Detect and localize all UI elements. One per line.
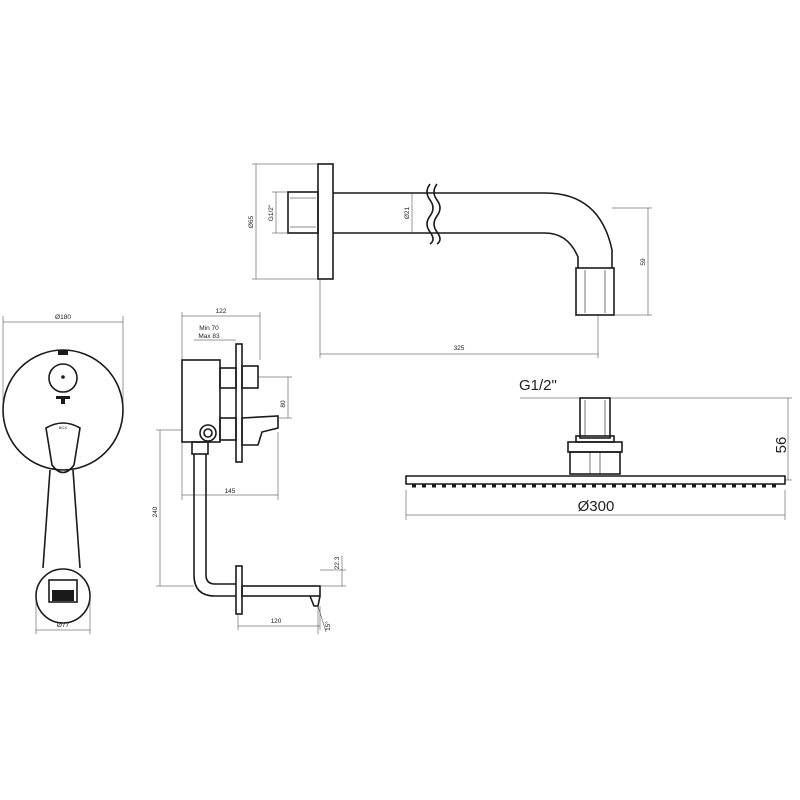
mixer-side-view: 122 Min 70 Max 83 80 145 240 22.3 120 15… bbox=[152, 308, 346, 634]
arm-tube-diameter-label: Ø21 bbox=[404, 206, 411, 219]
riser-length-label: 240 bbox=[152, 506, 159, 517]
depth-max-label: Max 83 bbox=[198, 333, 220, 340]
diverter-indicator-icon bbox=[58, 350, 68, 355]
spout-angle-label: 15° bbox=[324, 621, 332, 631]
handle-height-label: 80 bbox=[280, 400, 287, 408]
spout-outlet bbox=[48, 579, 78, 603]
diverter-knob bbox=[48, 363, 78, 393]
head-body bbox=[405, 475, 786, 485]
head-swivel-nut bbox=[569, 451, 621, 475]
mixer-plate bbox=[2, 349, 124, 471]
spout-side bbox=[241, 585, 321, 597]
arm-wall-flange bbox=[317, 163, 334, 280]
arm-drop-label: 59 bbox=[640, 258, 647, 266]
depth-min-label: Min 70 bbox=[199, 325, 219, 332]
mixer-front-view: BCX Ø180 Ø77 bbox=[2, 314, 124, 634]
spout-length-label: 120 bbox=[271, 618, 282, 625]
arm-threaded-connector bbox=[287, 191, 319, 234]
mixer-lever-handle bbox=[45, 422, 81, 474]
head-thread-label: G1/2" bbox=[519, 377, 557, 394]
arm-flange-diameter-label: Ø65 bbox=[248, 215, 255, 228]
shower-arm-view: Ø65 G1/2" Ø21 59 325 bbox=[248, 163, 652, 358]
spout-plate-gap-label: 22.3 bbox=[334, 556, 341, 569]
wall-plate-edge bbox=[235, 343, 243, 463]
arm-break-mark bbox=[426, 183, 434, 245]
arm-length-label: 325 bbox=[454, 345, 465, 352]
arm-threaded-outlet bbox=[575, 267, 615, 316]
lever-side bbox=[241, 415, 279, 446]
handle-projection-label: 145 bbox=[225, 488, 236, 495]
arm-thread-label: G1/2" bbox=[268, 204, 275, 221]
head-height-label: 56 bbox=[773, 437, 790, 454]
brand-mark: BCX bbox=[59, 425, 68, 430]
head-threaded-connector bbox=[579, 397, 611, 439]
body-depth-label: 122 bbox=[216, 308, 227, 315]
spout-plate-diameter-label: Ø77 bbox=[57, 622, 70, 629]
plate-diameter-label: Ø180 bbox=[55, 314, 71, 321]
arm-tube bbox=[333, 192, 613, 268]
flow-symbol-icon bbox=[56, 396, 70, 399]
head-diameter-label: Ø300 bbox=[578, 498, 615, 515]
shower-head-view: G1/2" 56 Ø300 bbox=[405, 377, 792, 520]
